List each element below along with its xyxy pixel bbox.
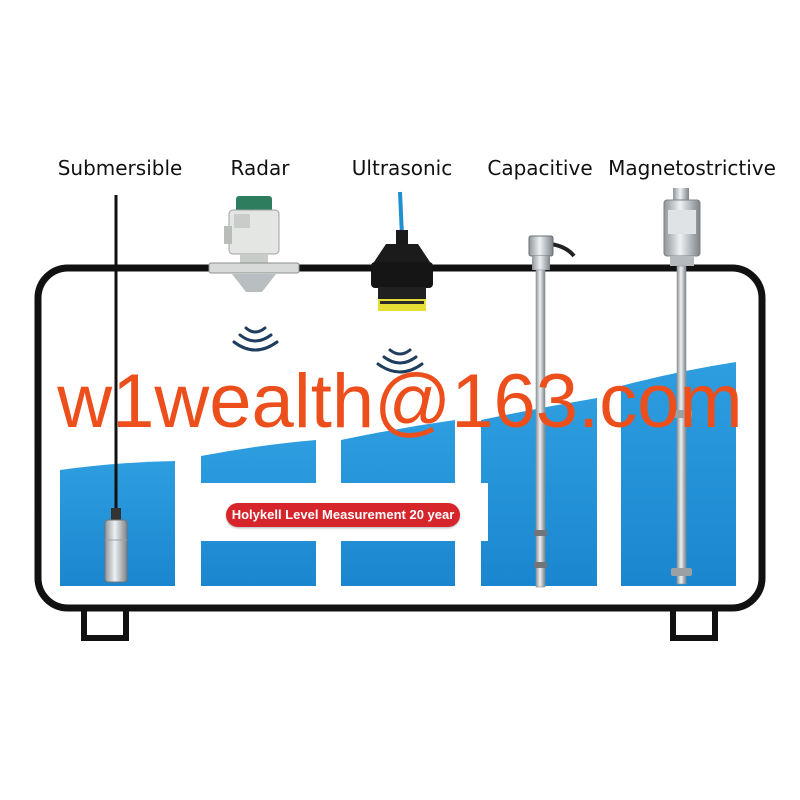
ultrasonic-wave-icon	[376, 348, 424, 374]
submersible-label: Submersible	[57, 156, 183, 180]
email-watermark: w1wealth@163.com	[57, 359, 743, 444]
capacitive-sensor-icon	[528, 235, 576, 588]
ultrasonic-label: Ultrasonic	[351, 156, 453, 180]
capacitive-label: Capacitive	[487, 156, 593, 180]
magnetostrictive-label: Magnetostrictive	[608, 156, 776, 180]
brand-banner-text: Holykell Level Measurement 20 year	[226, 503, 460, 527]
radar-label: Radar	[230, 156, 290, 180]
magnetostrictive-sensor-icon	[663, 188, 701, 585]
ultrasonic-sensor-icon	[371, 191, 433, 311]
brand-banner: Holykell Level Measurement 20 year	[198, 483, 488, 541]
radar-wave-icon	[232, 326, 279, 352]
radar-sensor-icon	[208, 196, 300, 292]
submersible-sensor-icon	[104, 195, 128, 583]
